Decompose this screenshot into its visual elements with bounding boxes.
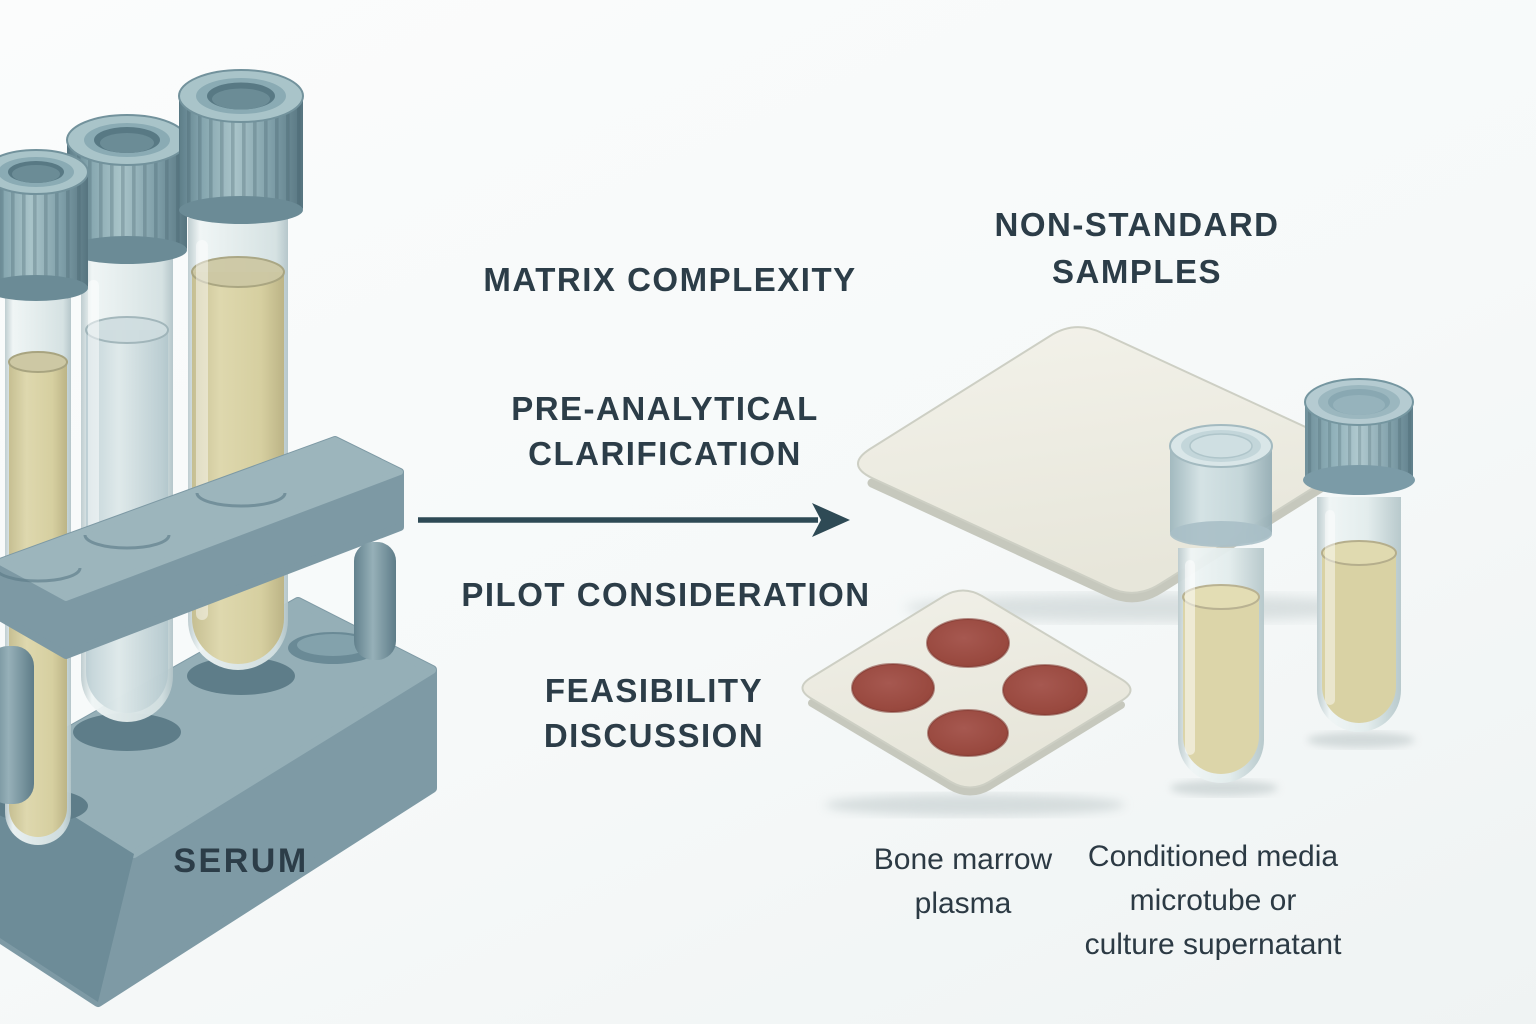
- conditioned-media-label: Conditioned media microtube or culture s…: [1084, 840, 1342, 961]
- blood-spot: [851, 663, 935, 713]
- step-feasibility-discussion: FEASIBILITY DISCUSSION: [543, 672, 765, 754]
- rack-post-left: [0, 646, 34, 804]
- frosted-cap: [1169, 424, 1273, 547]
- rack-post-right: [354, 542, 396, 660]
- tube-cap: [178, 69, 304, 224]
- flow-right-arrow-icon: [418, 503, 850, 537]
- ribbed-cap: [1303, 378, 1415, 495]
- bone-marrow-plasma-label: Bone marrow plasma: [873, 843, 1053, 920]
- step-pilot-consideration: PILOT CONSIDERATION: [461, 576, 871, 613]
- serum-rack-illustration: [0, 69, 437, 1007]
- tube-cap: [66, 114, 188, 264]
- blood-spot: [927, 709, 1009, 757]
- blood-spot: [926, 618, 1010, 668]
- step-matrix-complexity: MATRIX COMPLEXITY: [483, 261, 857, 298]
- rack-top-rail: [0, 436, 404, 659]
- microtube-frosted-cap-illustration: [1169, 424, 1278, 796]
- tube-cap: [0, 149, 89, 301]
- dried-blood-spot-card-illustration: [801, 589, 1132, 816]
- blood-spot: [1002, 664, 1088, 716]
- non-standard-samples-heading: NON-STANDARD SAMPLES: [994, 206, 1280, 290]
- serum-label: SERUM: [173, 842, 309, 880]
- microtube-ribbed-cap-illustration: [1303, 378, 1415, 748]
- step-pre-analytical-clarification: PRE-ANALYTICAL CLARIFICATION: [511, 390, 819, 472]
